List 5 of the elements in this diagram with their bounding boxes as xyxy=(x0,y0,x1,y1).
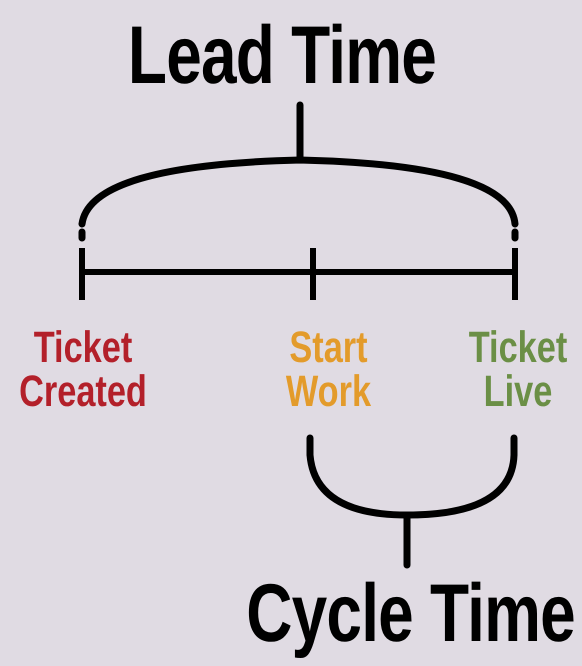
heading-label: Lead Time xyxy=(126,14,438,98)
milestone-label: Ticket Live xyxy=(468,326,568,414)
heading-label: Cycle Time xyxy=(246,572,574,656)
milestone-label: Start Work xyxy=(284,326,372,414)
milestone-label: Ticket Created xyxy=(18,326,148,414)
